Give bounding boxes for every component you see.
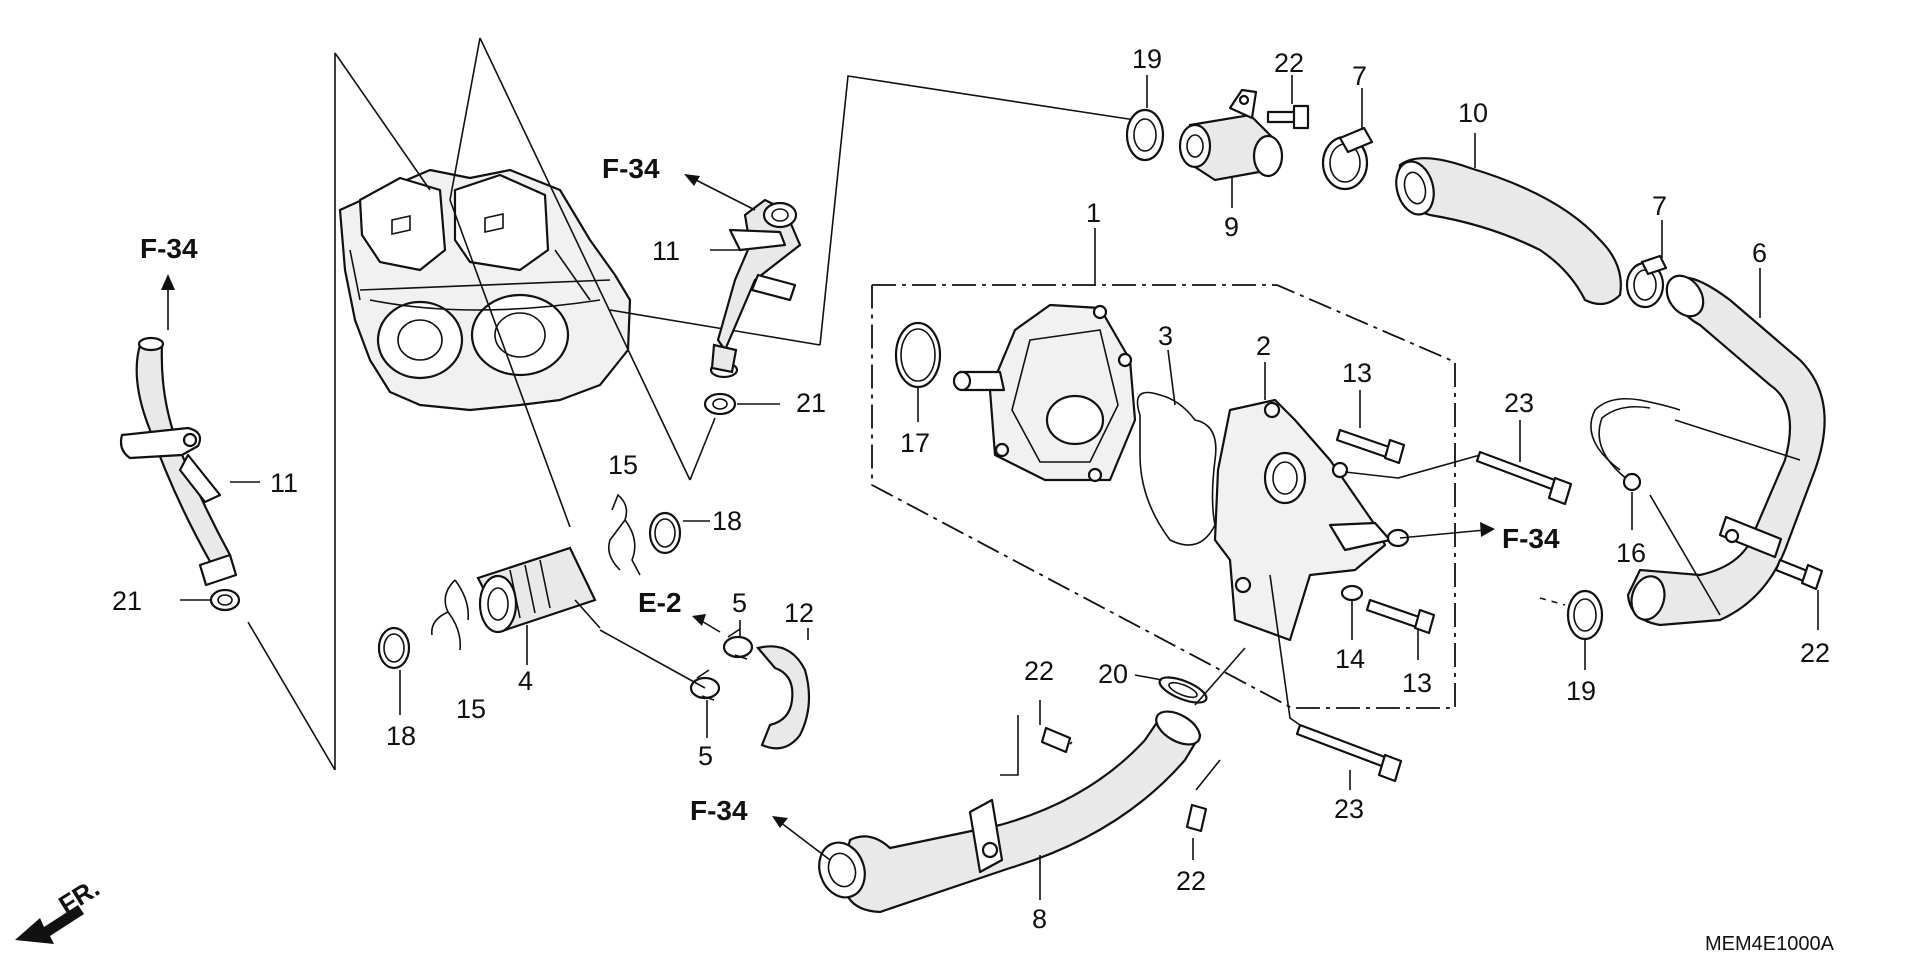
washer-14 xyxy=(1340,584,1364,640)
callout-5-lower: 5 xyxy=(698,741,713,771)
callout-23-upper: 23 xyxy=(1504,388,1534,418)
bolt-22-upper xyxy=(1266,75,1310,130)
clip-15-upper xyxy=(607,493,641,576)
hose-clamp-7-upper xyxy=(1321,88,1374,191)
front-label: FR. xyxy=(53,872,104,920)
callout-16: 16 xyxy=(1616,538,1646,568)
callout-6: 6 xyxy=(1752,238,1767,268)
reference-f34-bottom: F-34 xyxy=(690,795,748,826)
pipe-joint-9 xyxy=(1178,88,1284,208)
callout-19-lower: 19 xyxy=(1566,676,1596,706)
water-pump-assembly-box xyxy=(871,228,1456,709)
reference-f34-right: F-34 xyxy=(1502,523,1560,554)
callout-7-upper: 7 xyxy=(1352,61,1367,91)
callout-3: 3 xyxy=(1158,321,1173,351)
clip-15-lower xyxy=(431,579,470,651)
seal-washer-21-left xyxy=(180,588,241,612)
hose-clamp-band-16 xyxy=(1590,397,1801,530)
bolt-13-upper xyxy=(1335,390,1406,465)
engine-block-illustration xyxy=(338,168,632,412)
gasket-3 xyxy=(1136,349,1217,546)
reference-labels: F-34 F-34 F-34 F-34 E-2 xyxy=(140,153,1560,826)
front-direction-arrow xyxy=(15,905,84,944)
water-pump-cover-2 xyxy=(1213,362,1410,642)
callout-19-upper: 19 xyxy=(1132,44,1162,74)
o-ring-17 xyxy=(894,321,942,422)
callout-8: 8 xyxy=(1032,904,1047,934)
hose-clamp-5-lower xyxy=(689,669,721,738)
callout-18-lower: 18 xyxy=(386,721,416,751)
bolt-23-lower xyxy=(1269,574,1403,790)
callout-22-lower-pipe: 22 xyxy=(1024,656,1054,686)
water-pump-body xyxy=(952,303,1137,483)
water-pipe-right-6 xyxy=(1626,268,1826,627)
assembly-bracket-lines xyxy=(247,37,1136,771)
callout-20: 20 xyxy=(1098,659,1128,689)
bolt-22-bottom xyxy=(1185,759,1221,860)
reference-f34-upper-center: F-34 xyxy=(602,153,660,184)
callout-11-left: 11 xyxy=(270,468,298,498)
bolt-22-lower-pipe xyxy=(1000,700,1073,776)
callout-5-upper: 5 xyxy=(732,588,747,618)
callout-1: 1 xyxy=(1086,198,1101,228)
water-pipe-upper xyxy=(709,198,802,379)
callout-12: 12 xyxy=(784,598,814,628)
callout-22-right: 22 xyxy=(1800,638,1830,668)
bolt-23-upper xyxy=(1344,420,1573,506)
callout-4: 4 xyxy=(518,666,533,696)
callout-13-upper: 13 xyxy=(1342,358,1372,388)
callout-21-center: 21 xyxy=(796,388,826,418)
o-ring-18-upper xyxy=(648,511,710,555)
o-ring-19-upper xyxy=(1125,75,1165,162)
o-ring-20 xyxy=(1134,674,1208,704)
o-ring-18-lower xyxy=(377,626,411,715)
callout-labels: 1 2 3 4 5 5 6 7 7 8 9 10 11 11 12 13 13 … xyxy=(112,44,1830,934)
water-pipe-lower-8 xyxy=(818,710,1202,914)
callout-22-upper: 22 xyxy=(1274,48,1304,78)
callout-10: 10 xyxy=(1458,98,1488,128)
o-ring-19-lower xyxy=(1539,589,1604,670)
bolt-13-lower xyxy=(1365,598,1436,660)
hose-10 xyxy=(1395,133,1622,306)
callout-15-lower: 15 xyxy=(456,694,486,724)
callout-7-lower: 7 xyxy=(1652,191,1667,221)
hose-clamp-7-lower xyxy=(1625,220,1668,309)
hose-clamp-5-upper xyxy=(722,620,754,660)
callout-22-bottom: 22 xyxy=(1176,866,1206,896)
pipe-joint-4 xyxy=(476,546,601,665)
reference-e2: E-2 xyxy=(638,587,682,618)
callout-17: 17 xyxy=(900,428,930,458)
seal-washer-21-center xyxy=(703,392,780,416)
callout-13-lower: 13 xyxy=(1402,668,1432,698)
callout-21-left: 21 xyxy=(112,586,142,616)
water-pipe-left xyxy=(119,336,260,587)
callout-23-lower: 23 xyxy=(1334,794,1364,824)
callout-15-upper: 15 xyxy=(608,450,638,480)
reference-f34-left: F-34 xyxy=(140,233,198,264)
drawing-code: MEM4E1000A xyxy=(1705,933,1835,955)
callout-11-center: 11 xyxy=(652,236,680,266)
hose-12 xyxy=(756,628,811,750)
callout-9: 9 xyxy=(1224,212,1239,242)
callout-18-upper: 18 xyxy=(712,506,742,536)
callout-2: 2 xyxy=(1256,331,1271,361)
callout-14: 14 xyxy=(1335,644,1365,674)
